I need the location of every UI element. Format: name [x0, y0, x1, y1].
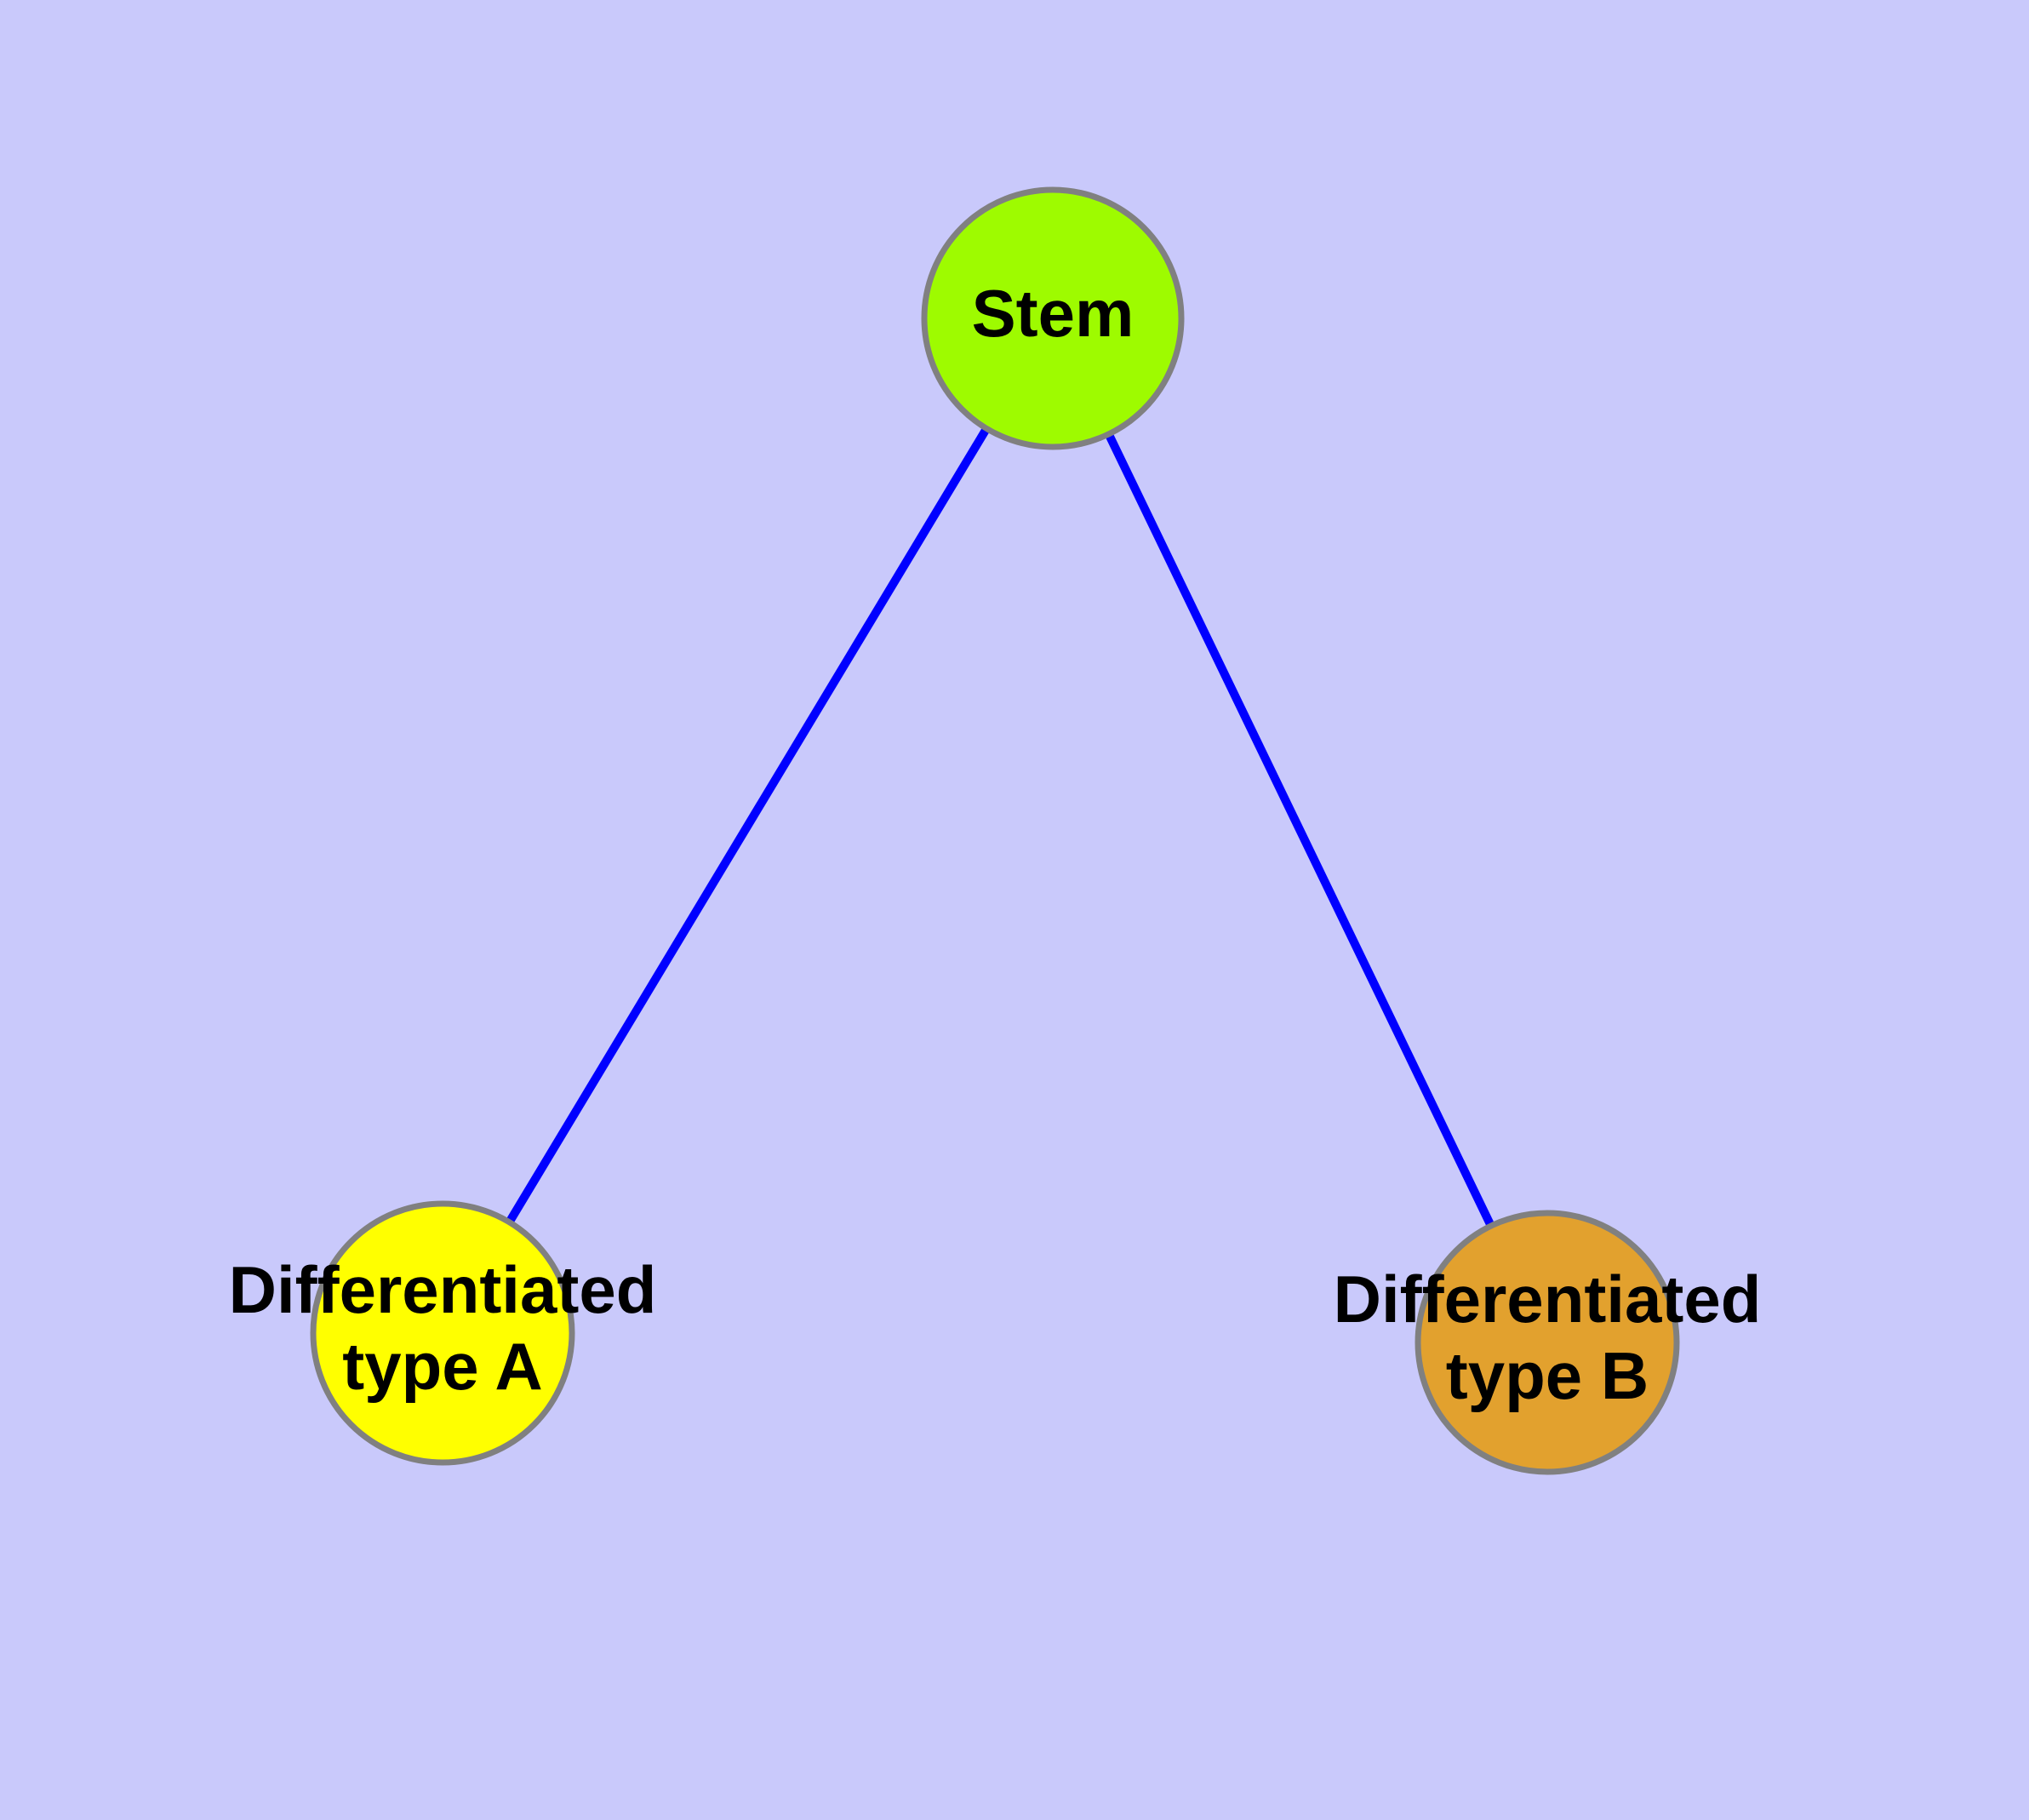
edges-group — [438, 316, 1552, 1345]
node-stem-label: Stem — [972, 276, 1135, 351]
node-label-line: type B — [1446, 1338, 1649, 1413]
edge-stem-to-differentiated-type-b[interactable] — [1049, 316, 1552, 1345]
node-label-line: Differentiated — [229, 1251, 657, 1326]
node-stem[interactable]: Stem — [921, 186, 1185, 450]
node-label-line: Stem — [972, 276, 1135, 351]
node-label-line: type A — [342, 1329, 543, 1404]
node-differentiated-type-b-circle[interactable] — [1415, 1210, 1680, 1475]
edge-stem-to-differentiated-type-a[interactable] — [438, 316, 1057, 1336]
node-stem-circle[interactable] — [921, 186, 1185, 450]
node-label-line: Differentiated — [1334, 1261, 1762, 1336]
node-differentiated-type-a-circle[interactable] — [310, 1200, 575, 1466]
